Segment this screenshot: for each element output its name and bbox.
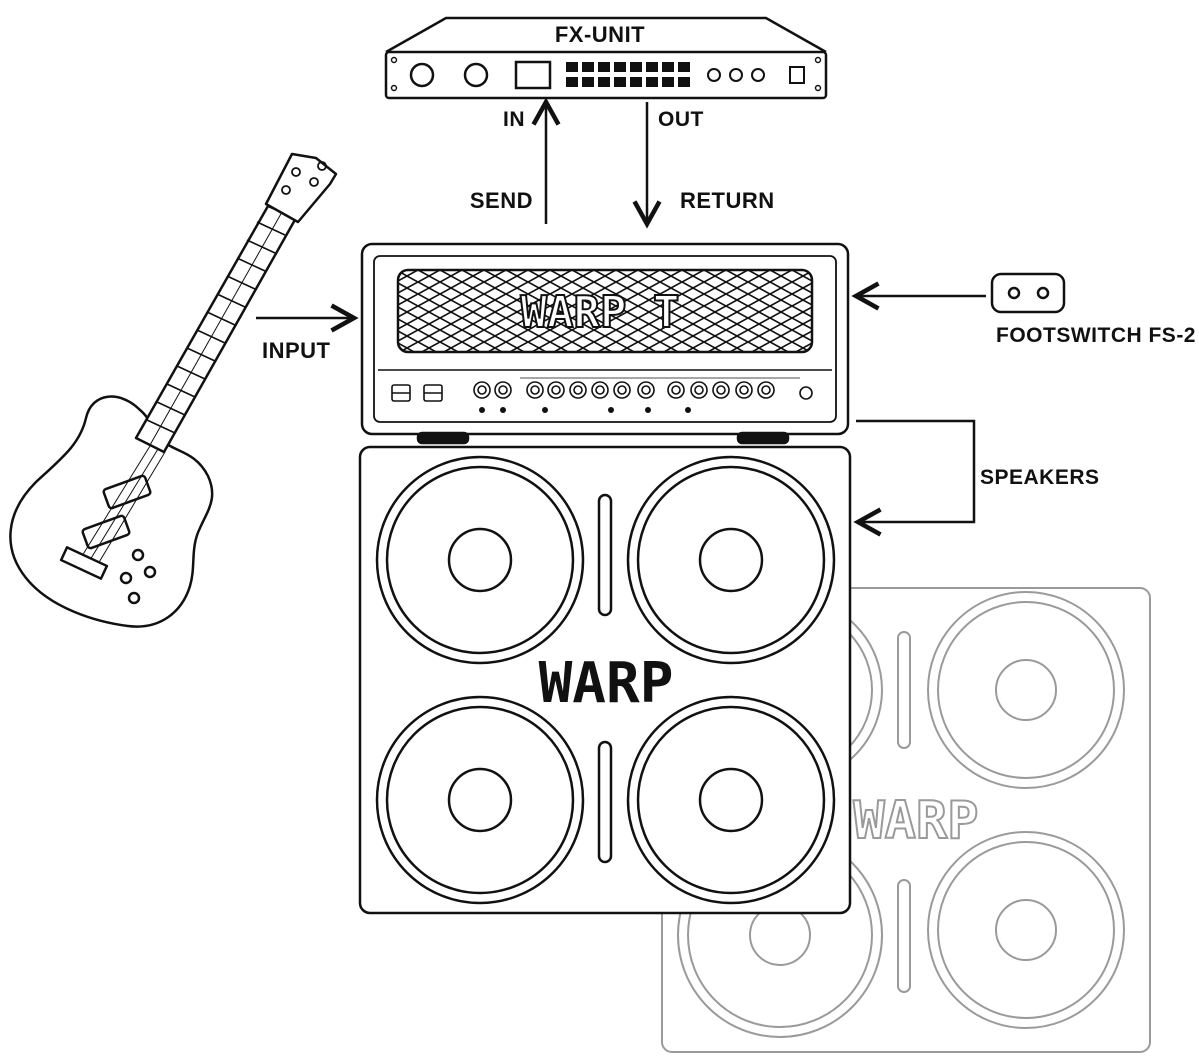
rear-cab-handle-bottom bbox=[897, 879, 911, 993]
amp-switches bbox=[391, 384, 443, 402]
rear-cab-handle-top bbox=[897, 631, 911, 749]
amp-head bbox=[360, 242, 850, 445]
fx-small-knobs bbox=[707, 66, 805, 84]
rear-cab-logo: WARP bbox=[853, 791, 978, 851]
speaker-bottom-left bbox=[375, 695, 585, 905]
return-label: RETURN bbox=[680, 188, 775, 213]
amp-knobs bbox=[473, 381, 813, 400]
in-label: IN bbox=[503, 108, 525, 131]
signal-arrows bbox=[256, 97, 986, 537]
rear-speaker-top-right bbox=[927, 591, 1125, 789]
fx-knob-1 bbox=[409, 62, 435, 88]
amp-foot-right bbox=[736, 431, 790, 445]
speakers-label: SPEAKERS bbox=[980, 466, 1100, 489]
cab-logo: WARP bbox=[539, 651, 674, 716]
amp-grille bbox=[396, 268, 814, 354]
speaker-bottom-right bbox=[626, 695, 836, 905]
rear-speaker-bottom-right bbox=[927, 831, 1125, 1029]
fx-unit bbox=[384, 16, 828, 100]
fx-knob-2 bbox=[463, 62, 489, 88]
out-label: OUT bbox=[658, 108, 704, 131]
guitar-icon bbox=[9, 152, 338, 628]
fx-display bbox=[514, 60, 552, 90]
amp-foot-left bbox=[416, 431, 470, 445]
fx-buttons bbox=[566, 62, 690, 87]
speaker-top-left bbox=[375, 455, 585, 665]
speaker-top-right bbox=[626, 455, 836, 665]
send-label: SEND bbox=[470, 188, 533, 213]
cab-handle-top bbox=[597, 493, 613, 617]
cab-handle-bottom bbox=[597, 740, 613, 864]
speakers-arrow bbox=[853, 419, 976, 537]
footswitch-label: FOOTSWITCH FS-2 bbox=[996, 324, 1196, 347]
front-speaker-cabinet bbox=[358, 445, 852, 915]
amp-leds bbox=[479, 407, 691, 413]
input-label: INPUT bbox=[262, 338, 331, 363]
fx-unit-label: FX-UNIT bbox=[555, 22, 645, 47]
footswitch bbox=[990, 272, 1066, 314]
amp-logo: WARP T bbox=[521, 287, 680, 338]
